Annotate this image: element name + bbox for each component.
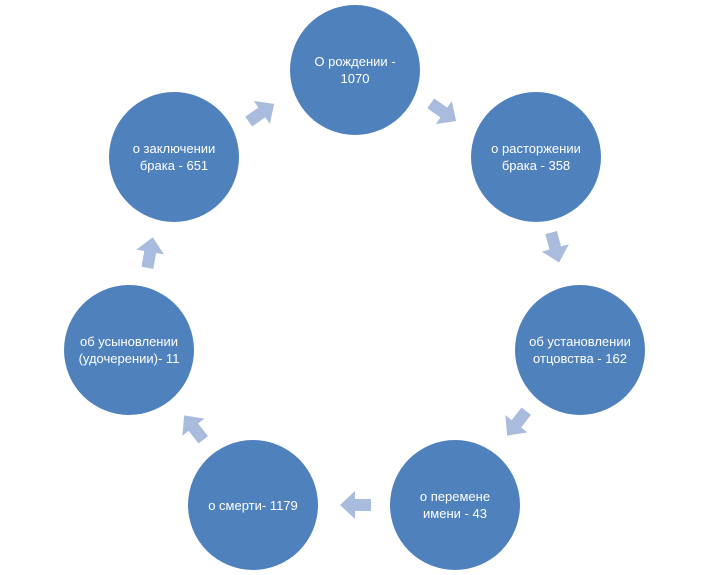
node-birth-label: О рождении - 1070 xyxy=(314,54,396,86)
node-birth: О рождении - 1070 xyxy=(290,5,420,135)
node-death-label: о смерти- 1179 xyxy=(208,497,298,513)
node-marriage-label: о заключении брака - 651 xyxy=(132,141,216,173)
node-name-change-label: о перемене имени - 43 xyxy=(419,489,491,521)
node-marriage: о заключении брака - 651 xyxy=(109,92,239,222)
node-name-change: о перемене имени - 43 xyxy=(390,440,520,570)
node-adoption-label: об усыновлении (удочерении)- 11 xyxy=(78,334,180,366)
node-death: о смерти- 1179 xyxy=(188,440,318,570)
node-divorce-label: о расторжении брака - 358 xyxy=(491,141,581,173)
node-paternity: об установлении отцовства - 162 xyxy=(515,285,645,415)
node-paternity-label: об установлении отцовства - 162 xyxy=(529,334,631,366)
node-divorce: о расторжении брака - 358 xyxy=(471,92,601,222)
node-adoption: об усыновлении (удочерении)- 11 xyxy=(64,285,194,415)
